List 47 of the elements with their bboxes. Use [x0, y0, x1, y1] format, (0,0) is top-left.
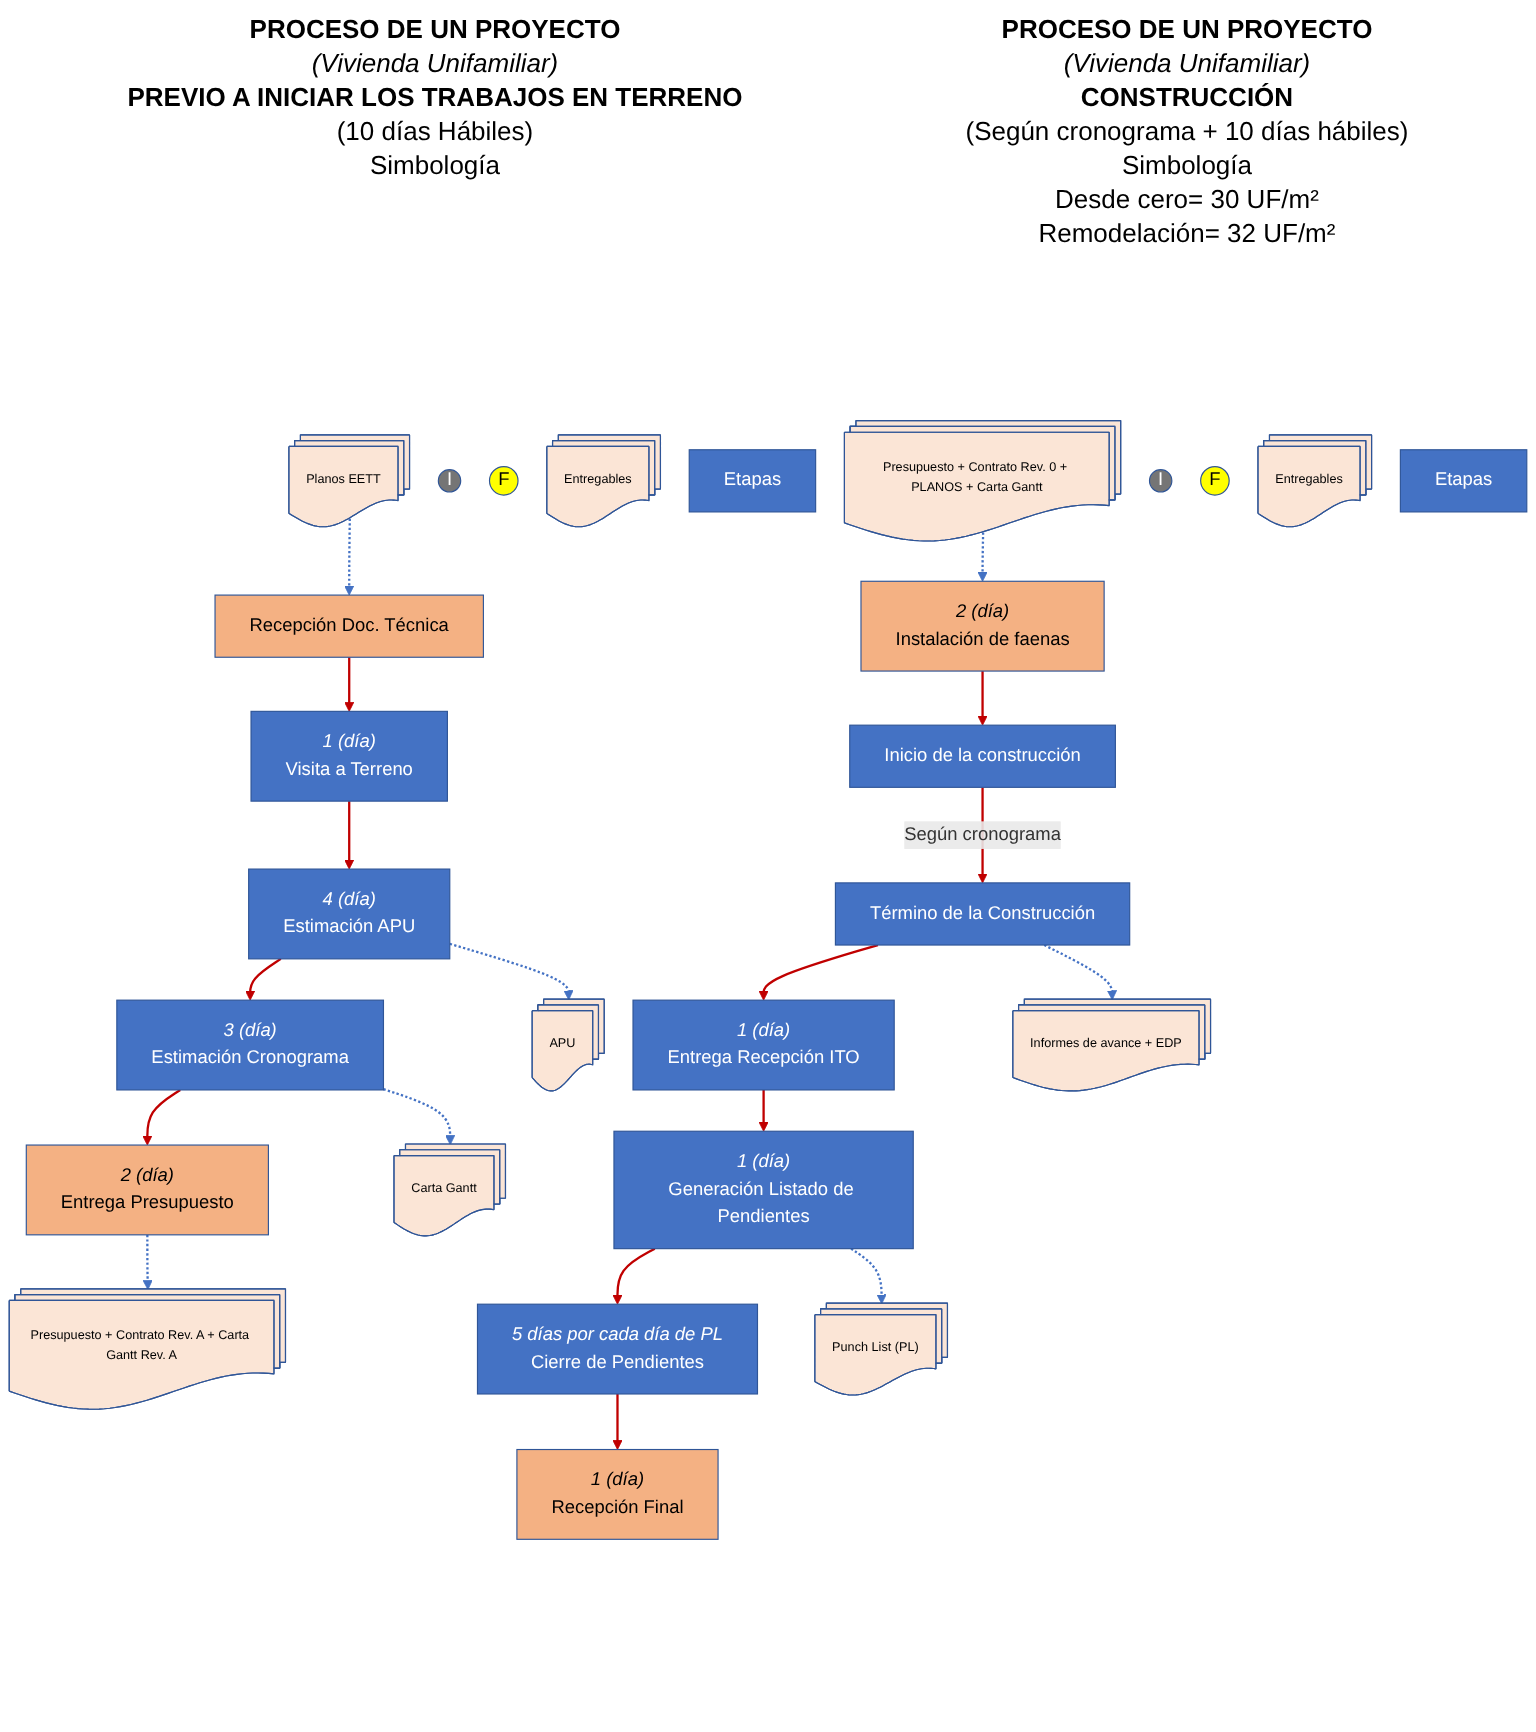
- arrow: [142, 1234, 153, 1290]
- node-box: 1 (día) Recepción Final: [516, 1448, 719, 1540]
- note-text: (Vivienda Unifamiliar): [1063, 46, 1311, 80]
- arrow: [758, 1089, 769, 1132]
- arrow: [977, 532, 988, 582]
- node-box: 3 (día) Estimación Cronograma: [116, 999, 385, 1091]
- section-heading: PROCESO DE UN PROYECTO: [249, 12, 621, 46]
- node-box: 1 (día) Visita a Terreno: [250, 710, 448, 802]
- node-box: 1 (día) Generación Listado de Pendientes: [613, 1130, 914, 1250]
- node-circle: F: [1200, 466, 1230, 496]
- note-text: Simbología: [1121, 148, 1252, 182]
- arrow: [1043, 944, 1118, 1001]
- note-text: Remodelación= 32 UF/m²: [1038, 216, 1336, 250]
- arrow: [344, 801, 355, 870]
- arrow: [612, 1394, 623, 1450]
- node-circle: F: [488, 466, 519, 496]
- node-circle: I: [1148, 469, 1173, 493]
- section-heading: PREVIO A INICIAR LOS TRABAJOS EN TERRENO: [127, 80, 743, 114]
- note-text: (Según cronograma + 10 días hábiles): [965, 114, 1409, 148]
- arrow: [850, 1247, 887, 1305]
- node-circle: I: [437, 469, 462, 493]
- note-text: Desde cero= 30 UF/m²: [1055, 182, 1319, 216]
- note-text: (10 días Hábiles): [336, 114, 534, 148]
- note-text: Simbología: [369, 148, 500, 182]
- note-text: (Vivienda Unifamiliar): [311, 46, 559, 80]
- node-box: Recepción Doc. Técnica: [214, 594, 484, 658]
- node-box: 4 (día) Estimación APU: [248, 868, 451, 960]
- arrow: [344, 657, 355, 712]
- node-box: 5 días por cada día de PL Cierre de Pendientes: [476, 1303, 759, 1395]
- arrow: [977, 671, 988, 726]
- node-box: Término de la Construcción: [834, 882, 1131, 946]
- arrow: [344, 518, 355, 596]
- node-box: Etapas: [688, 449, 817, 513]
- node-box: 2 (día) Instalación de faenas: [860, 580, 1105, 672]
- node-box: 2 (día) Entrega Presupuesto: [25, 1144, 269, 1236]
- section-heading: CONSTRUCCIÓN: [1080, 80, 1294, 114]
- arrow: [758, 943, 879, 1001]
- arrow: [612, 1247, 656, 1305]
- section-heading: PROCESO DE UN PROYECTO: [1001, 12, 1373, 46]
- arrow: [383, 1088, 456, 1146]
- arrow: [142, 1088, 181, 1146]
- node-box: Inicio de la construcción: [849, 724, 1116, 788]
- arrow: [449, 942, 574, 1001]
- node-box: 1 (día) Entrega Recepción ITO: [632, 999, 895, 1091]
- edge-label: Según cronograma: [904, 824, 1061, 845]
- arrow: [245, 957, 282, 1001]
- node-box: Etapas: [1399, 449, 1528, 513]
